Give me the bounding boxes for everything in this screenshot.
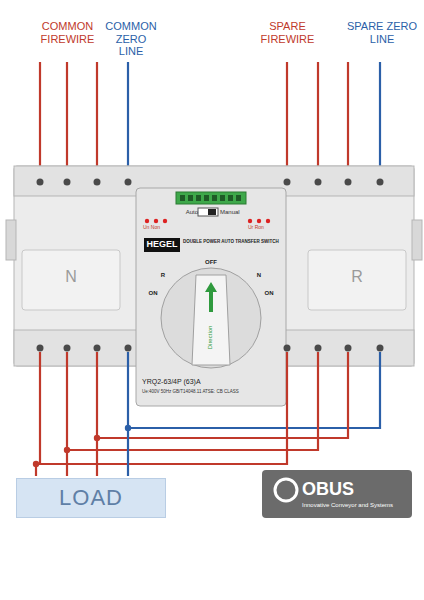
logo-text: OBUS xyxy=(302,479,402,500)
node-text: LOAD xyxy=(59,485,123,510)
wire-label: COMMON FIREWIRE xyxy=(20,20,115,45)
load-box: LOAD xyxy=(16,478,166,518)
model-number: YRQ2-63/4P (63)A xyxy=(142,378,282,386)
rating-text: Ue:400V 50Hz GB/T14048.11 ATSE: CB CLASS xyxy=(142,389,282,394)
mode-label: Auto xyxy=(176,209,198,216)
logo-ring xyxy=(275,479,297,501)
switch-body xyxy=(6,166,422,406)
wire-label: SPARE ZERO LINE xyxy=(344,20,420,45)
terminal-screws xyxy=(37,179,384,352)
indicator-label: Ur Ron xyxy=(248,225,278,231)
wire-label: COMMON ZERO LINE xyxy=(102,20,160,58)
wire-label: SPARE FIREWIRE xyxy=(250,20,325,45)
logo-plate xyxy=(262,470,412,518)
junction-dots xyxy=(33,425,131,467)
product-name: DOUBLE POWER AUTO TRANSFER SWITCH xyxy=(183,239,281,244)
load-wires xyxy=(36,352,380,476)
dial-position: N xyxy=(254,272,264,279)
dial-position: OFF xyxy=(199,259,223,266)
indicator-label: Un Non xyxy=(143,225,173,231)
dial-position: ON xyxy=(262,290,276,297)
dial-position: R xyxy=(158,272,168,279)
handle-label: Direction xyxy=(207,312,214,362)
side-panel-letter: N xyxy=(56,268,86,286)
side-panel-letter: R xyxy=(342,268,372,286)
dial-position: ON xyxy=(146,290,160,297)
incoming-wires xyxy=(40,62,380,180)
mode-label: Manual xyxy=(220,209,250,216)
brand-logo: HEGEL xyxy=(145,239,179,249)
logo-tagline: Innovative Conveyor and Systems xyxy=(302,502,410,509)
